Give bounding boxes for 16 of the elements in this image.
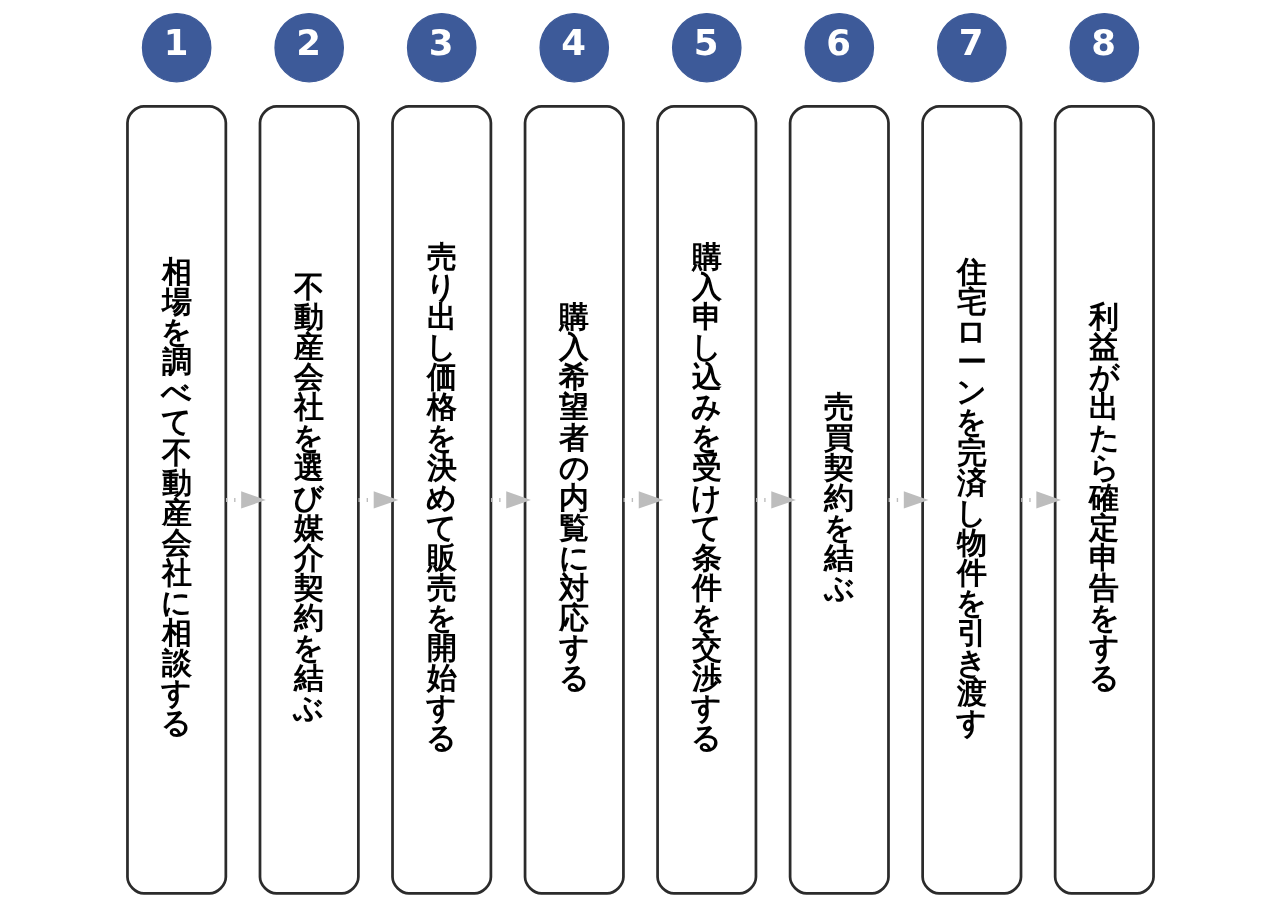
node-circle: 5 bbox=[671, 12, 742, 83]
node-box: 相場を調べて不動産会社に相談する bbox=[125, 105, 227, 895]
node-circle: 2 bbox=[273, 12, 344, 83]
node-box: 売り出し価格を決めて販売を開始する bbox=[390, 105, 492, 895]
node-circle: 7 bbox=[936, 12, 1007, 83]
node-box: 購入申し込みを受けて条件を交渉する bbox=[655, 105, 757, 895]
node-box: 住宅ローンを完済し物件を引き渡す bbox=[920, 105, 1022, 895]
node-circle: 8 bbox=[1069, 12, 1139, 83]
node-box: 購入希望者の内覧に対応する bbox=[523, 105, 625, 895]
node-circle: 6 bbox=[803, 12, 874, 83]
node-box: 利益が出たら確定申告をする bbox=[1053, 105, 1155, 895]
node-box: 売買契約を結ぶ bbox=[788, 105, 890, 895]
node-circle: 1 bbox=[141, 12, 211, 83]
node-circle: 4 bbox=[538, 12, 609, 83]
node-box: 不動産会社を選び媒介契約を結ぶ bbox=[258, 105, 360, 895]
node-circle: 3 bbox=[406, 12, 477, 83]
